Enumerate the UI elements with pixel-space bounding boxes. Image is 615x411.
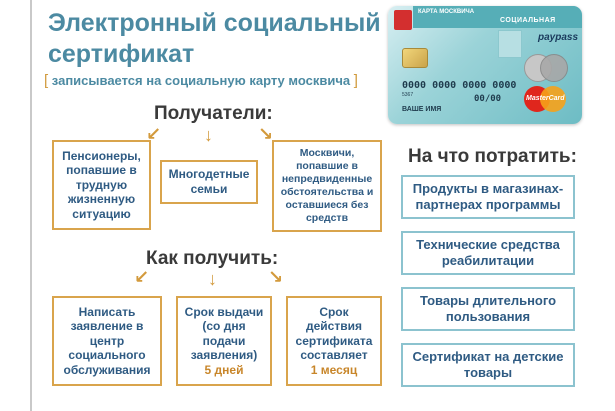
spend-partner-products: Продукты в магазинах- партнерах программ… bbox=[401, 175, 575, 219]
recipient-large-families: Многодетные семьи bbox=[160, 160, 258, 204]
card-holder: ВАШЕ ИМЯ bbox=[402, 106, 442, 113]
issue-period-value: 5 дней bbox=[204, 362, 244, 377]
left-frame-line bbox=[30, 0, 32, 411]
subtitle: [ записывается на социальную карту москв… bbox=[44, 72, 358, 89]
paypass-logo: paypass bbox=[538, 32, 579, 43]
moscow-coat-of-arms-icon bbox=[394, 10, 412, 30]
mastercard-logo-text: MasterCard bbox=[526, 95, 565, 102]
arrow-down-left-icon: ↙ bbox=[146, 124, 162, 144]
card-small-code: 5367 bbox=[402, 92, 414, 98]
page-title: Электронный социальный сертификат bbox=[48, 8, 381, 70]
card-chip-icon bbox=[402, 48, 428, 68]
card-type: СОЦИАЛЬНАЯ bbox=[500, 17, 556, 24]
recipients-heading: Получатели: bbox=[154, 103, 273, 124]
hologram-icon-2 bbox=[540, 54, 568, 82]
arrow-down-left-icon: ↙ bbox=[134, 267, 150, 287]
mastercard-orange-circle-icon bbox=[540, 86, 566, 112]
arrow-down-right-icon: ↘ bbox=[268, 267, 284, 287]
card-band bbox=[413, 6, 582, 28]
subtitle-text: записывается на социальную карту москвич… bbox=[51, 73, 351, 88]
validity-period-value: 1 месяц bbox=[310, 362, 358, 377]
spend-children-goods: Сертификат на детские товары bbox=[401, 343, 575, 387]
card-expiry: 00/00 bbox=[474, 94, 502, 104]
card-number: 0000 0000 0000 0000 bbox=[402, 80, 517, 91]
how-issue-period: Срок выдачи (со дня подачи заявления) 5 … bbox=[176, 296, 272, 386]
recipient-pensioners: Пенсионеры, попавшие в трудную жизненную… bbox=[52, 140, 151, 230]
spend-heading: На что потратить: bbox=[408, 146, 577, 167]
social-card-image: КАРТА МОСКВИЧА СОЦИАЛЬНАЯ paypass 0000 0… bbox=[388, 6, 582, 124]
title-line-1: Электронный социальный bbox=[48, 9, 381, 37]
recipient-muscovites-in-need: Москвичи, попавшие в непредвиденные обст… bbox=[272, 140, 382, 232]
how-submit-application: Написать заявление в центр социального о… bbox=[52, 296, 162, 386]
title-line-2: сертификат bbox=[48, 40, 195, 68]
spend-durable-goods: Товары длительного пользования bbox=[401, 287, 575, 331]
card-brand: КАРТА МОСКВИЧА bbox=[418, 9, 475, 15]
arrow-down-icon: ↓ bbox=[204, 125, 213, 145]
spend-rehab-equipment: Технические средства реабилитации bbox=[401, 231, 575, 275]
card-photo-placeholder bbox=[498, 30, 522, 58]
how-to-get-heading: Как получить: bbox=[146, 248, 279, 269]
how-validity-period: Срок действия сертификата составляет 1 м… bbox=[286, 296, 382, 386]
arrow-down-icon: ↓ bbox=[208, 269, 217, 289]
arrow-down-right-icon: ↘ bbox=[258, 124, 274, 144]
